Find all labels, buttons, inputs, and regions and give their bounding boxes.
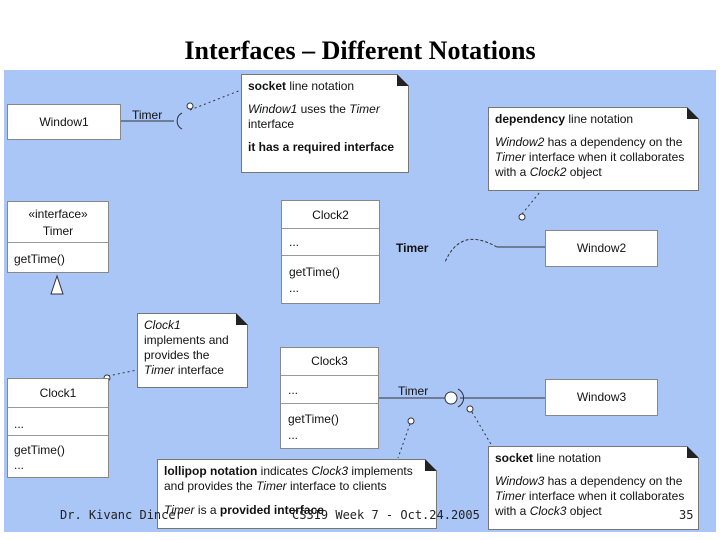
- dependency-note-line3: Timer interface when it collaborates: [495, 150, 685, 164]
- note-anchor-dot-4: [407, 417, 415, 425]
- clock1-operation-more: ...: [14, 458, 25, 472]
- timer-interface-class[interactable]: «interface» Timer getTime(): [7, 201, 109, 273]
- clock1-note-line2: implements and: [144, 333, 229, 347]
- window1-class[interactable]: Window1: [7, 104, 121, 140]
- note-fold-icon: [236, 313, 248, 325]
- dependency-note-line1: dependency line notation: [495, 112, 634, 126]
- note-anchor-socket-bottom: [471, 411, 493, 447]
- note-anchor-lollipop: [397, 423, 411, 459]
- clock2-name: Clock2: [312, 208, 349, 222]
- dependency-note-line2: Window2 has a dependency on the: [495, 135, 683, 149]
- clock3-name: Clock3: [311, 354, 348, 368]
- slide-title: Interfaces – Different Notations: [184, 36, 536, 65]
- lollipop-note-line2: and provides the Timer interface to clie…: [164, 479, 387, 493]
- clock1-note: Clock1 implements and provides the Timer…: [137, 313, 248, 388]
- footer-author: Dr. Kivanc Dincer: [60, 508, 183, 522]
- window3-name: Window3: [576, 390, 627, 404]
- clock2-separator-1: [282, 228, 379, 229]
- window1-name: Window1: [39, 115, 89, 129]
- clock1-note-line1: Clock1: [144, 318, 181, 332]
- clock3-lollipop-ball: [444, 391, 458, 405]
- clock1-note-line4: Timer interface: [144, 363, 224, 377]
- clock1-attributes: ...: [14, 417, 25, 431]
- clock2-separator-2: [282, 255, 379, 256]
- socket-note-top-line4: it has a required interface: [248, 140, 395, 154]
- clock1-operation: getTime(): [14, 443, 65, 457]
- timer-label-window1: Timer: [132, 108, 163, 122]
- socket-note-bottom: socket line notation Window3 has a depen…: [488, 446, 699, 530]
- note-fold-icon: [397, 74, 409, 86]
- note-anchor-dot-2: [518, 213, 526, 221]
- note-anchor-dot-1: [186, 102, 194, 110]
- footer-course-info: CS319 Week 7 - Oct.24.2005: [292, 508, 480, 522]
- timer-label-window2: Timer: [396, 241, 429, 255]
- socket-note-bottom-line3: Timer interface when it collaborates: [495, 489, 685, 503]
- note-anchor-dependency: [521, 191, 541, 215]
- page-number: 35: [679, 508, 694, 522]
- socket-note-top-line1: socket line notation: [248, 79, 355, 93]
- clock2-operation-more: ...: [289, 281, 300, 295]
- clock3-separator-2: [281, 403, 378, 404]
- interface-stereotype: «interface»: [28, 207, 88, 221]
- lollipop-note-line3: Timer is a provided interface: [164, 503, 324, 517]
- clock1-class[interactable]: Clock1 ... getTime() ...: [7, 378, 109, 478]
- clock1-note-line3: provides the: [144, 348, 210, 362]
- clock1-separator-1: [8, 407, 108, 408]
- interface-name: Timer: [42, 224, 74, 238]
- note-fold-icon: [425, 459, 437, 471]
- window1-socket-icon: [176, 112, 183, 130]
- socket-note-bottom-line1: socket line notation: [495, 451, 602, 465]
- interface-separator: [8, 242, 108, 243]
- note-anchor-clock1: [107, 369, 138, 377]
- clock3-separator-1: [281, 375, 378, 376]
- clock3-class[interactable]: Clock3 ... getTime() ...: [280, 347, 379, 449]
- clock2-attributes: ...: [289, 235, 300, 249]
- socket-note-bottom-line4: with a Clock3 object: [495, 504, 602, 518]
- interface-operation: getTime(): [14, 252, 65, 266]
- clock3-operation-more: ...: [288, 428, 299, 442]
- socket-note-bottom-line2: Window3 has a dependency on the: [495, 474, 683, 488]
- clock1-name: Clock1: [39, 386, 77, 400]
- window3-class[interactable]: Window3: [545, 379, 658, 416]
- lollipop-note: lollipop notation indicates Clock3 imple…: [157, 459, 437, 529]
- socket-note-top-line3: interface: [248, 117, 295, 131]
- note-anchor-dot-5: [466, 405, 474, 413]
- clock2-class[interactable]: Clock2 ... getTime() ...: [281, 200, 380, 304]
- window2-dependency-curve: [444, 238, 498, 263]
- window2-class[interactable]: Window2: [545, 230, 658, 267]
- window2-name: Window2: [576, 241, 627, 255]
- lollipop-note-line1: lollipop notation indicates Clock3 imple…: [164, 464, 413, 478]
- clock2-operation: getTime(): [289, 265, 340, 279]
- socket-note-top-line2: Window1 uses the Timer: [248, 102, 380, 116]
- note-fold-icon: [687, 446, 699, 458]
- clock3-attributes: ...: [288, 383, 299, 397]
- dependency-note-line4: with a Clock2 object: [495, 165, 602, 179]
- clock3-operation: getTime(): [288, 412, 339, 426]
- socket-note-top: socket line notation Window1 uses the Ti…: [241, 74, 409, 173]
- note-anchor-socket-top: [189, 89, 242, 111]
- timer-label-window3: Timer: [398, 384, 429, 398]
- note-fold-icon: [687, 107, 699, 119]
- realization-arrow: [50, 274, 64, 295]
- clock1-separator-2: [8, 435, 108, 436]
- dependency-note: dependency line notation Window2 has a d…: [488, 107, 699, 191]
